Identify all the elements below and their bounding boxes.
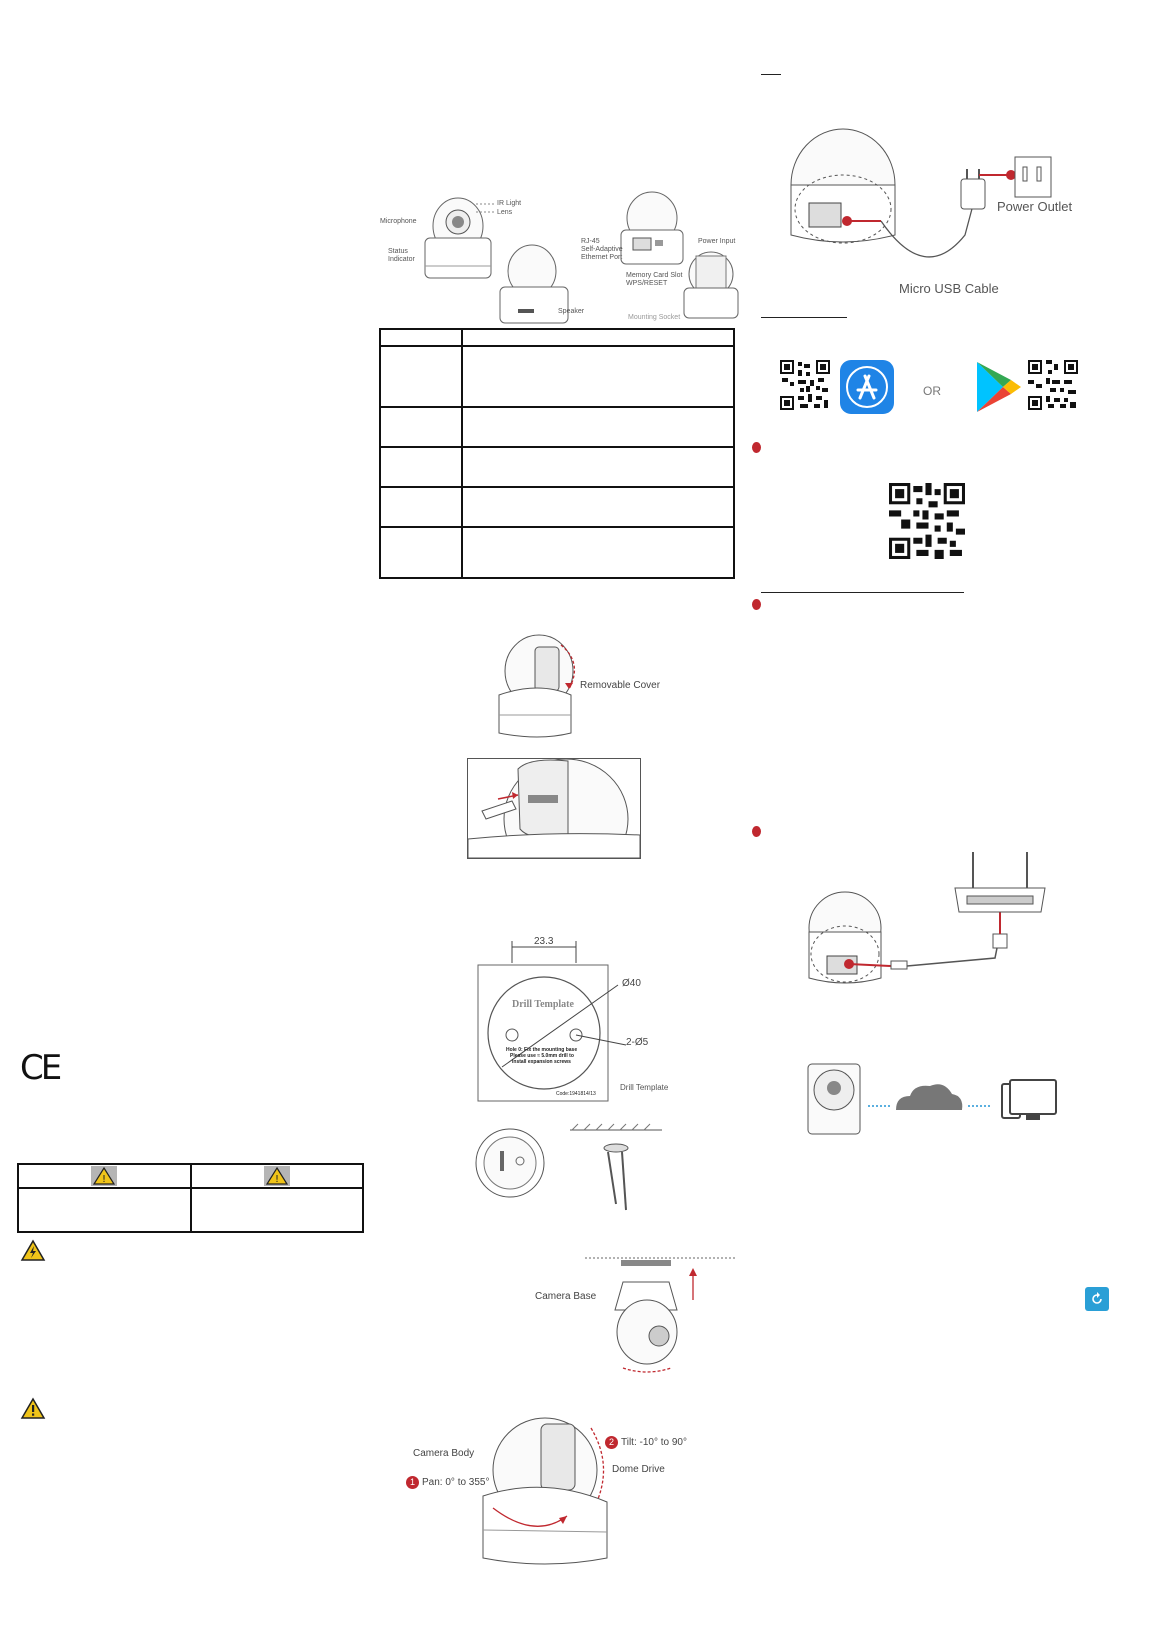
camera-front-illustration (424, 197, 492, 279)
removable-cover-label: Removable Cover (580, 680, 661, 691)
qr-code (889, 483, 965, 559)
app-store-qr-code (780, 360, 830, 410)
drill-code: Code:1941814/13 (556, 1091, 596, 1097)
status-label: Status (388, 248, 408, 255)
drill-template-title: Drill Template (512, 999, 574, 1010)
dome-drive-label: Dome Drive (612, 1464, 665, 1475)
tilt-label: Tilt: -10° to 90° (621, 1437, 687, 1448)
note-icon (752, 826, 761, 837)
self-adaptive-label: Self-Adaptive (581, 246, 623, 253)
or-label: OR (923, 384, 941, 398)
heading-underline (761, 74, 781, 75)
cloud-connection-illustration (807, 1063, 1057, 1135)
section-underline (761, 592, 964, 593)
pan-label: Pan: 0° to 355° (422, 1477, 490, 1488)
drill-note-3: install expansion screws (512, 1059, 571, 1065)
drill-dim-d40: Ø40 (622, 978, 641, 989)
pan-number-badge: 1 (406, 1476, 419, 1489)
microphone-label: Microphone (380, 218, 417, 225)
mounting-label: Mounting Socket (628, 314, 681, 321)
svg-text:!: ! (102, 1174, 106, 1185)
caution-icon (20, 1397, 46, 1419)
camera-overview-diagram: IR Light Lens Microphone Status Indicato… (376, 190, 739, 325)
component-table (379, 328, 735, 579)
power-connection-illustration (790, 128, 1052, 258)
electric-warning-icon: ! (91, 1166, 118, 1186)
drill-dim-top: 23.3 (534, 936, 554, 947)
pan-tilt-illustration (482, 1417, 608, 1565)
power-outlet-label: Power Outlet (997, 199, 1073, 214)
google-play-icon[interactable] (973, 360, 1023, 414)
camera-back-illustration (620, 191, 684, 265)
drill-template-diagram: 23.3 Ø40 2-Ø5 Drill Template Hole 0: Fix… (476, 935, 696, 1105)
drill-note-1: Hole 0: Fix the mounting base (506, 1047, 578, 1053)
wps-reset-label: WPS/RESET (626, 280, 668, 287)
electric-warning-icon (20, 1239, 46, 1261)
micro-usb-label: Micro USB Cable (899, 281, 999, 296)
camera-bottom-illustration (683, 251, 739, 319)
drill-note-2: Please use ≈ 5.0mm drill to (510, 1053, 574, 1059)
camera-side-illustration (499, 244, 569, 324)
power-input-label: Power Input (698, 238, 736, 245)
warning-table: ! ! (17, 1163, 364, 1233)
google-play-qr-code (1028, 360, 1078, 410)
note-icon (752, 442, 761, 453)
camera-base-label: Camera Base (535, 1291, 597, 1302)
drill-dim-2d5: 2-Ø5 (626, 1037, 649, 1048)
ethernet-port-label: Ethernet Port (581, 254, 623, 261)
drill-template-caption: Drill Template (620, 1083, 669, 1092)
memory-card-insertion-illustration (467, 758, 641, 859)
speaker-label: Speaker (558, 308, 585, 315)
svg-text:!: ! (275, 1174, 279, 1185)
ceiling-screws-illustration (570, 1123, 662, 1211)
ir-light-label: IR Light (497, 200, 522, 207)
note-icon (752, 599, 761, 610)
tilt-number-badge: 2 (605, 1436, 618, 1449)
rj45-label: RJ-45 (581, 238, 600, 245)
memory-card-slot-label: Memory Card Slot (626, 272, 683, 279)
refresh-button[interactable] (1085, 1287, 1109, 1311)
ce-mark: CE (20, 1048, 62, 1088)
router-connection-illustration (808, 852, 1046, 984)
lens-label: Lens (497, 209, 513, 216)
app-store-icon[interactable] (840, 360, 894, 414)
ceiling-mount-illustration (585, 1257, 735, 1373)
camera-body-label: Camera Body (413, 1448, 475, 1459)
indicator-label: Indicator (388, 256, 415, 263)
mounting-base-illustration (475, 1128, 545, 1198)
removable-cover-illustration (498, 634, 576, 738)
refresh-icon (1092, 1292, 1102, 1304)
section-underline (761, 317, 847, 318)
caution-icon: ! (263, 1166, 290, 1186)
